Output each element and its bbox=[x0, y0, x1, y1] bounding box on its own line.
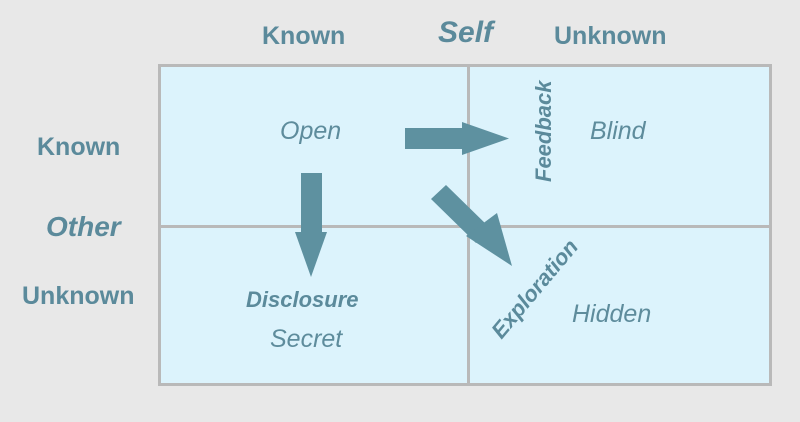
self-known-header: Known bbox=[262, 22, 346, 50]
disclosure-label: Disclosure bbox=[246, 287, 359, 312]
self-unknown-header: Unknown bbox=[554, 22, 667, 50]
quadrant-hidden: Hidden bbox=[572, 300, 652, 328]
quadrant-open: Open bbox=[280, 117, 342, 145]
feedback-arrow bbox=[405, 122, 509, 155]
self-title: Self bbox=[438, 16, 494, 49]
quadrant-secret: Secret bbox=[270, 325, 343, 353]
feedback-label: Feedback bbox=[531, 80, 556, 183]
other-title: Other bbox=[46, 211, 121, 242]
quadrant-blind: Blind bbox=[590, 117, 646, 145]
exploration-arrow bbox=[431, 185, 512, 266]
other-unknown-header: Unknown bbox=[22, 282, 135, 310]
other-known-header: Known bbox=[37, 133, 121, 161]
disclosure-arrow bbox=[295, 173, 327, 277]
